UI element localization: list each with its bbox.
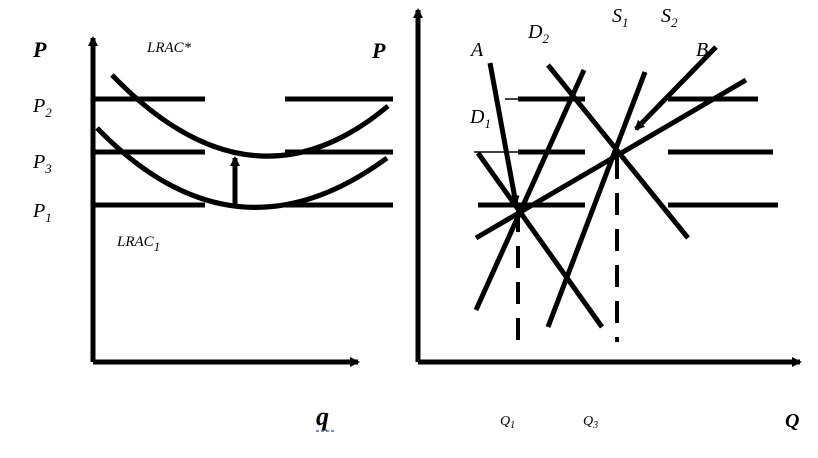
supply-s1-line	[473, 68, 587, 312]
q1-label: Q1	[500, 414, 515, 431]
right-panel: P Q A B D2 D1 S1 S2 Q1 Q3	[371, 5, 802, 432]
point-a-label: A	[469, 39, 484, 61]
demand-d1-line	[475, 151, 605, 329]
lrac-1-label: LRAC1	[116, 234, 160, 254]
left-panel: P q LRAC* LRAC1 P2 P3 P1	[32, 36, 393, 432]
point-b-label: B	[696, 39, 708, 61]
d1-label: D1	[469, 106, 491, 131]
arrow-from-b	[634, 45, 718, 131]
supply-s2-line	[545, 71, 648, 328]
s2-label: S2	[661, 5, 678, 30]
left-x-axis-label: q	[316, 402, 329, 431]
s1-label: S1	[612, 5, 629, 30]
q3-label: Q3	[583, 414, 598, 431]
arrow-from-a	[487, 62, 520, 206]
lrac-1-curve	[95, 126, 389, 210]
p3-label: P3	[32, 151, 52, 176]
lrac-star-curve	[110, 73, 390, 159]
d2-label: D2	[527, 21, 549, 46]
long-run-supply-line	[474, 77, 748, 241]
left-y-axis-label: P	[32, 37, 47, 62]
p2-label: P2	[32, 95, 52, 120]
p1-label: P1	[32, 200, 52, 225]
lrac-star-label: LRAC*	[146, 40, 192, 56]
right-x-axis-label: Q	[785, 410, 799, 432]
right-y-axis-label: P	[371, 38, 386, 63]
